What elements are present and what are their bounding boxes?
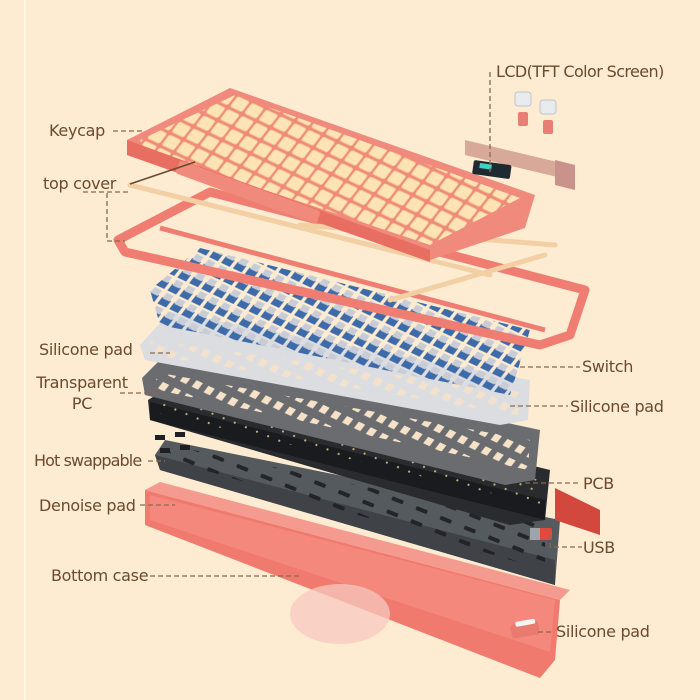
label-transparent-pc-line1: Transparent — [36, 373, 128, 392]
bottom-case-part — [145, 482, 570, 678]
label-top-cover: top cover — [43, 174, 117, 193]
label-usb: USB — [583, 538, 615, 557]
label-keycap: Keycap — [49, 121, 105, 140]
label-silicone-pad-right: Silicone pad — [570, 397, 664, 416]
label-bottom-case: Bottom case — [51, 566, 149, 585]
top-cover-pointer — [129, 161, 196, 185]
label-denoise-pad: Denoise pad — [39, 496, 136, 515]
denoise-pad-part — [155, 440, 560, 585]
label-silicone-pad-left: Silicone pad — [39, 340, 133, 359]
transparent-pc-plate — [142, 350, 540, 485]
usb-daughterboard — [555, 488, 600, 535]
keycaps-part — [127, 88, 535, 262]
silicone-foot — [510, 618, 540, 639]
switches-part — [150, 248, 530, 395]
label-transparent-pc: Transparent PC — [35, 374, 129, 413]
label-hot-swappable: Hot swappable — [34, 451, 142, 470]
label-lcd: LCD(TFT Color Screen) — [496, 62, 664, 81]
label-transparent-pc-line2: PC — [71, 394, 93, 413]
top-cover-frame — [113, 187, 590, 350]
leader-lines — [83, 72, 582, 633]
background-edge-line — [24, 0, 26, 700]
lcd-module — [465, 91, 575, 190]
usb-receiver — [530, 528, 552, 540]
label-switch: Switch — [582, 357, 634, 376]
hot-swap-sockets — [155, 432, 190, 453]
label-silicone-pad-bottom: Silicone pad — [556, 622, 650, 641]
label-pcb: PCB — [583, 474, 614, 493]
